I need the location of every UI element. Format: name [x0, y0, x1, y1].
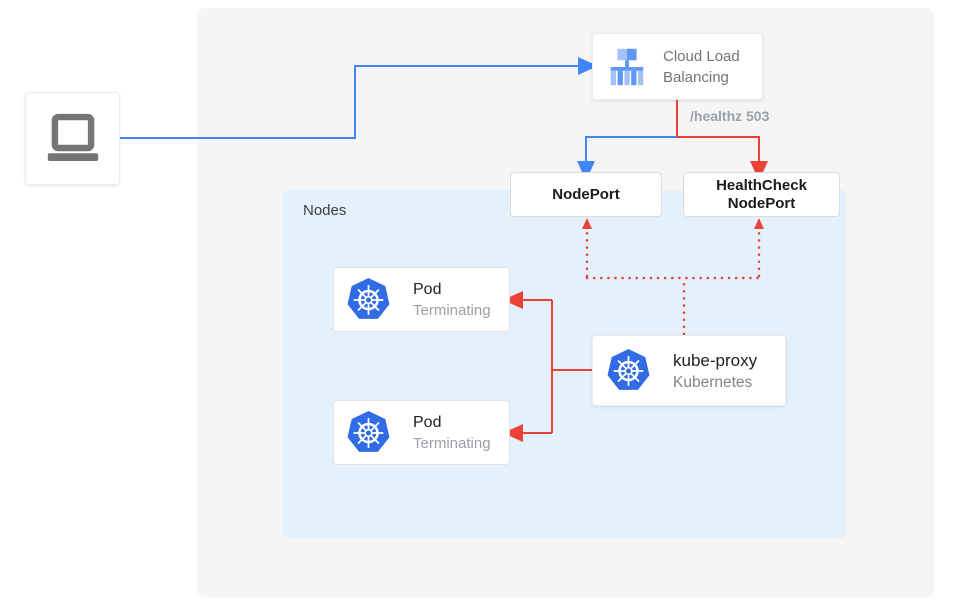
nodes-label: Nodes — [303, 202, 347, 219]
kube-proxy-card: kube-proxy Kubernetes — [592, 335, 786, 406]
pod-labels: Pod Terminating — [413, 280, 491, 319]
kubernetes-icon — [607, 348, 650, 390]
nodeport-label: NodePort — [552, 185, 620, 203]
pod-terminating-card-2: Pod Terminating — [333, 400, 510, 465]
cloud-lb-label: Cloud Load Balancing — [663, 47, 740, 86]
pod-terminating-card-1: Pod Terminating — [333, 267, 510, 332]
client-laptop-card — [25, 92, 120, 185]
cloud-load-balancing-card: Cloud Load Balancing — [592, 33, 763, 100]
nodeport-card: NodePort — [510, 172, 662, 217]
kubernetes-icon — [347, 410, 390, 452]
healthcheck-nodeport-card: HealthCheck NodePort — [683, 172, 840, 217]
load-balancer-icon — [610, 48, 644, 85]
pod-labels: Pod Terminating — [413, 413, 491, 452]
kubernetes-icon — [347, 277, 390, 319]
kube-proxy-labels: kube-proxy Kubernetes — [673, 350, 758, 391]
laptop-icon — [47, 113, 98, 161]
healthz-503-label: /healthz 503 — [690, 108, 770, 124]
